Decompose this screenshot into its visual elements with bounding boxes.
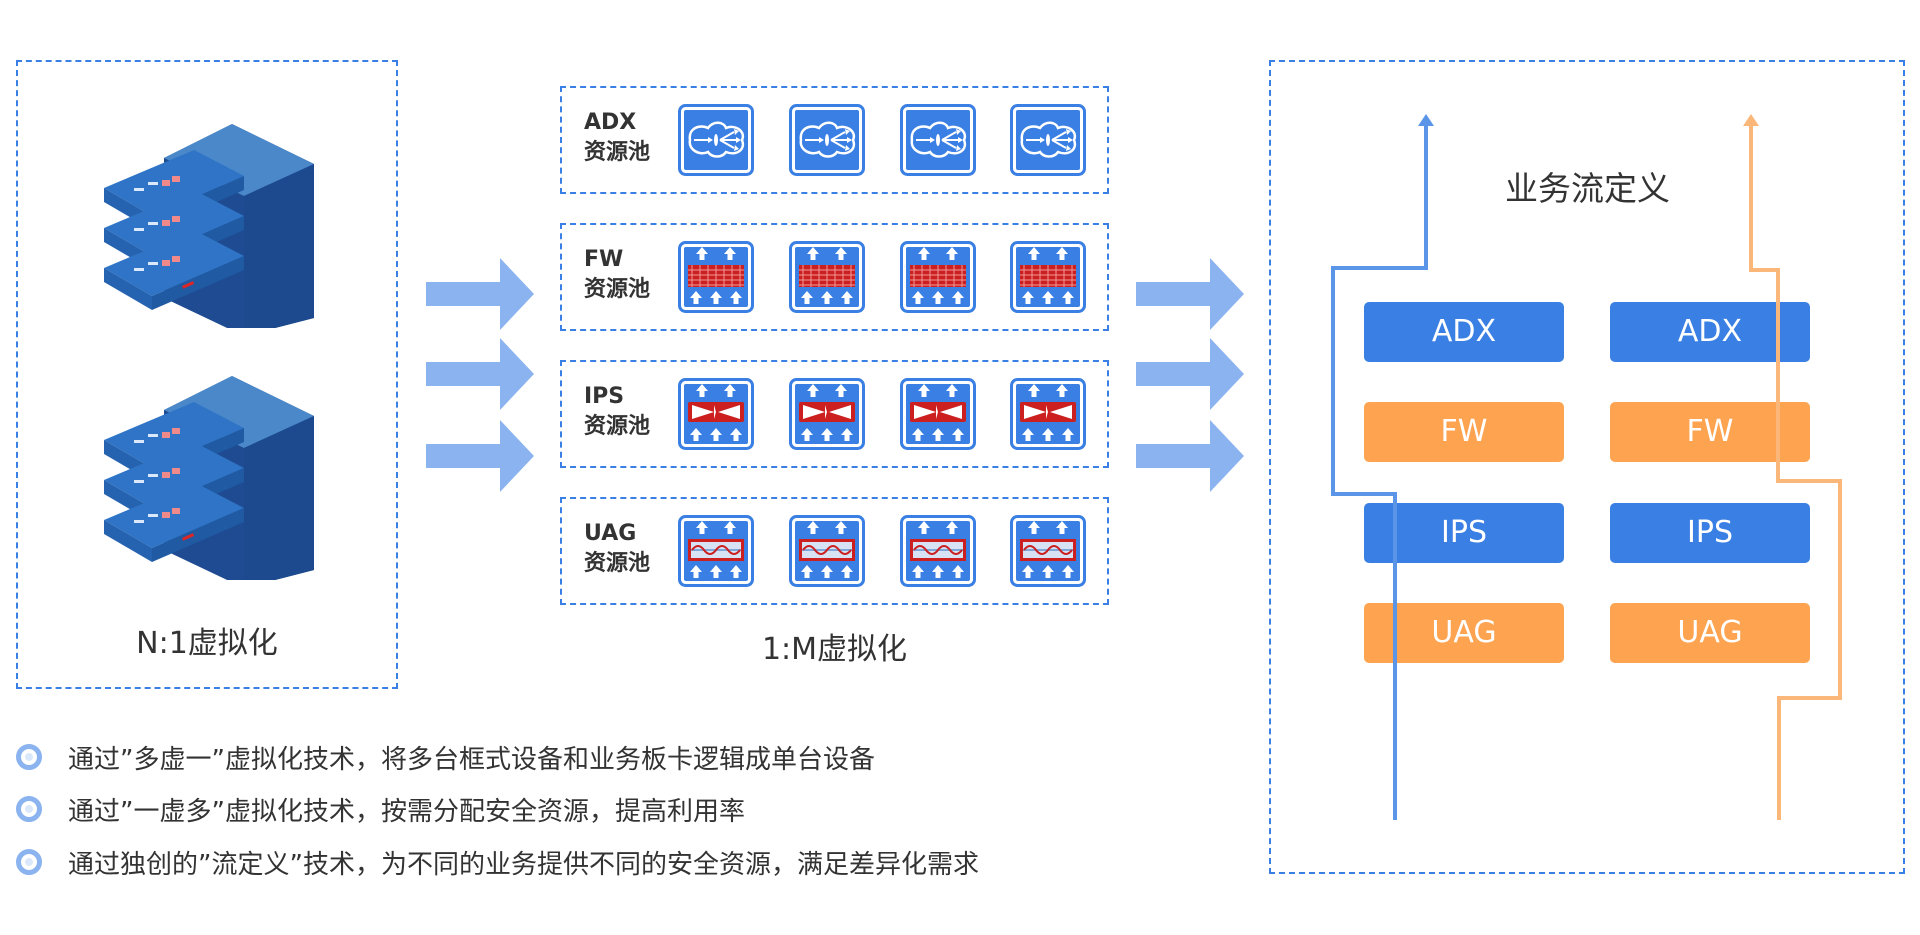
bullet-text: 通过”一虚多”虚拟化技术，按需分配安全资源，提高利用率 [68,796,745,827]
n-to-1-caption: N:1虚拟化 [136,626,278,661]
pool-label: 资源池 [584,140,651,165]
orange-flow-arrowhead-icon [1743,114,1759,126]
fw-resource-pool: FW 资源池 [560,223,1109,331]
blue-flow-arrowhead-icon [1418,114,1434,126]
ips-resource-pool: IPS 资源池 [560,360,1109,468]
ips-icon [900,378,976,450]
uag-icon [900,515,976,587]
pool-name: FW [584,247,624,272]
bullet-item: 通过独创的”流定义”技术，为不同的业务提供不同的安全资源，满足差异化需求 [16,845,979,880]
pool-label: 资源池 [584,277,651,302]
pool-label: 资源池 [584,414,651,439]
arrow-right-icon [1136,338,1244,410]
uag-resource-pool: UAG 资源池 [560,497,1109,605]
bullet-item: 通过”一虚多”虚拟化技术，按需分配安全资源，提高利用率 [16,792,745,827]
uag-icon [678,515,754,587]
service-uag-right: UAG [1610,603,1810,663]
uag-icon [1010,515,1086,587]
load-balancer-icon [1010,104,1086,176]
arrow-right-icon [426,258,534,330]
uag-icon [789,515,865,587]
blue-flow-path [1331,124,1428,820]
chassis-device-1 [104,118,314,328]
arrow-right-icon [426,338,534,410]
ips-icon [789,378,865,450]
chassis-device-2 [104,370,314,580]
adx-resource-pool: ADX 资源池 [560,86,1109,194]
firewall-icon [678,241,754,313]
pool-label: 资源池 [584,551,651,576]
ips-icon [678,378,754,450]
service-uag-left: UAG [1364,603,1564,663]
arrow-right-icon [1136,258,1244,330]
service-ips-left: IPS [1364,503,1564,563]
bullet-circle-icon [16,849,42,875]
load-balancer-icon [789,104,865,176]
chassis-server-icon [104,376,314,580]
bullet-circle-icon [16,744,42,770]
pool-name: ADX [584,110,637,135]
arrow-right-icon [1136,420,1244,492]
load-balancer-icon [678,104,754,176]
service-ips-right: IPS [1610,503,1810,563]
pool-name: UAG [584,521,637,546]
flow-definition-title: 业务流定义 [1505,169,1670,208]
bullet-text: 通过”多虚一”虚拟化技术，将多台框式设备和业务板卡逻辑成单台设备 [68,744,875,775]
bullet-item: 通过”多虚一”虚拟化技术，将多台框式设备和业务板卡逻辑成单台设备 [16,740,875,775]
bullet-text: 通过独创的”流定义”技术，为不同的业务提供不同的安全资源，满足差异化需求 [68,849,979,880]
1-to-m-caption: 1:M虚拟化 [761,632,908,667]
firewall-icon [1010,241,1086,313]
chassis-server-icon [104,124,314,328]
bullet-circle-icon [16,796,42,822]
arrow-right-icon [426,420,534,492]
firewall-icon [900,241,976,313]
load-balancer-icon [900,104,976,176]
pool-name: IPS [584,384,625,409]
service-adx-left: ADX [1364,302,1564,362]
n-to-1-virtualization-panel: N:1虚拟化 [16,60,398,689]
ips-icon [1010,378,1086,450]
flow-definition-panel [1269,60,1905,874]
firewall-icon [789,241,865,313]
orange-flow-path [1749,124,1842,820]
service-fw-left: FW [1364,402,1564,462]
